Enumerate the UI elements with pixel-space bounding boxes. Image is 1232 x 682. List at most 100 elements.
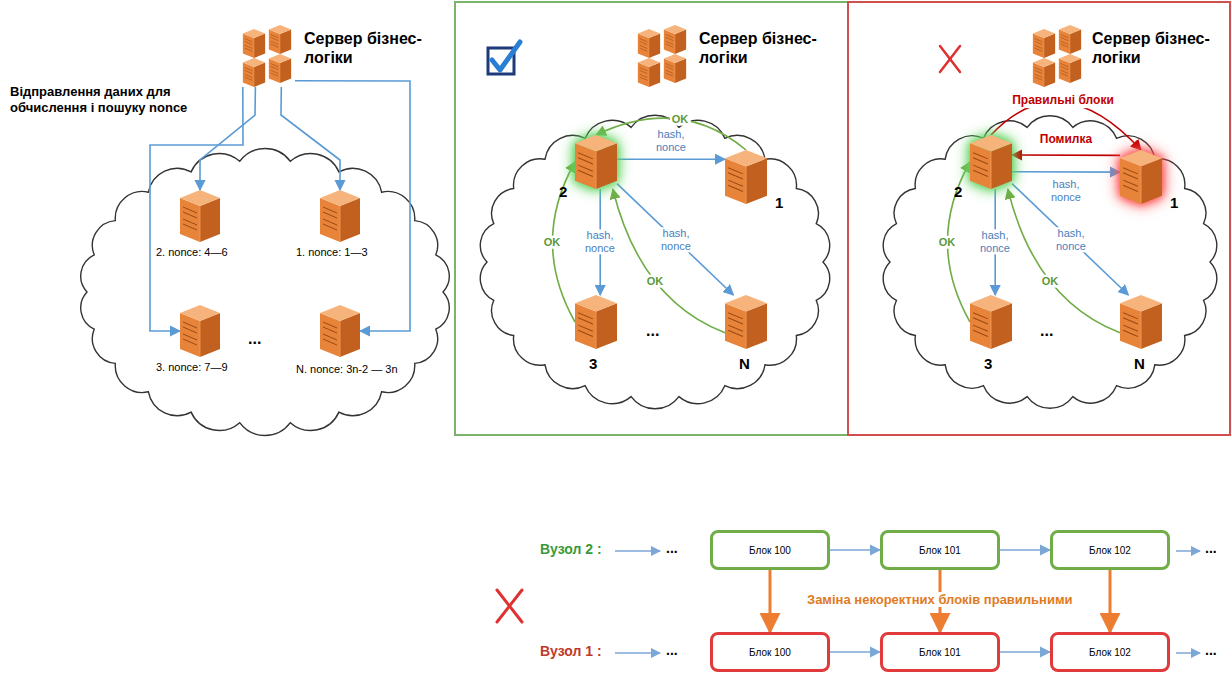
node-label: 1 xyxy=(1170,194,1178,211)
server-icon xyxy=(180,305,220,357)
edge-label: hash, nonce xyxy=(1049,227,1093,252)
server-node: 2 xyxy=(575,135,617,189)
text-label: ... xyxy=(248,330,261,348)
connector xyxy=(1012,171,1120,173)
connector xyxy=(617,158,725,160)
cloud-outline xyxy=(81,148,449,435)
block-label: Блок 102 xyxy=(1089,647,1131,658)
text-label: Відправлення даних для обчислення і пошу… xyxy=(10,84,220,117)
server-node: 1. nonce: 1—3 xyxy=(320,190,360,242)
text-label: ... xyxy=(666,540,678,556)
edge-label: hash, nonce xyxy=(973,229,1017,254)
cloud-outline xyxy=(883,116,1217,408)
server-node: Сервер бізнес-логіки xyxy=(240,25,295,87)
block-box: Блок 100 xyxy=(710,530,830,570)
edge-label: hash, nonce xyxy=(649,128,693,153)
connector xyxy=(991,102,1141,150)
node-label: N. nonce: 3n-2 — 3n xyxy=(296,363,398,375)
block-box: Блок 102 xyxy=(1050,632,1170,672)
panel-border xyxy=(848,2,1230,435)
connector xyxy=(769,570,772,632)
server-icon xyxy=(320,305,360,357)
block-label: Блок 101 xyxy=(919,545,961,556)
connector xyxy=(150,87,243,331)
server-icon xyxy=(635,25,690,87)
node-label: 3. nonce: 7—9 xyxy=(156,361,228,373)
block-box: Блок 101 xyxy=(880,632,1000,672)
text-label: ... xyxy=(1040,322,1053,340)
node-label: 1. nonce: 1—3 xyxy=(296,246,368,258)
connector xyxy=(295,81,410,331)
text-label: Вузол 2 : xyxy=(540,541,602,557)
server-node: 3. nonce: 7—9 xyxy=(180,305,220,357)
server-icon xyxy=(970,295,1012,349)
edge-label: hash, nonce xyxy=(1044,178,1088,203)
server-node: 3 xyxy=(970,295,1012,349)
node-label: N xyxy=(739,355,750,372)
node-label: Сервер бізнес-логіки xyxy=(304,29,434,67)
edge-label: OK xyxy=(542,236,563,249)
node-label: 2 xyxy=(954,183,962,200)
server-icon xyxy=(320,190,360,242)
connector xyxy=(1000,549,1050,551)
connector xyxy=(1008,189,1120,333)
check-symbol xyxy=(488,42,520,74)
connector xyxy=(617,184,733,295)
server-icon xyxy=(575,295,617,349)
node-label: 2 xyxy=(559,183,567,200)
edge-label: OK xyxy=(937,236,958,249)
node-label: Сервер бізнес-логіки xyxy=(699,29,829,67)
block-box: Блок 101 xyxy=(880,530,1000,570)
text-label: ... xyxy=(1205,642,1217,658)
panel-border xyxy=(455,2,848,435)
block-box: Блок 102 xyxy=(1050,530,1170,570)
node-label: 2. nonce: 4—6 xyxy=(156,246,228,258)
edge-label: Помилка xyxy=(1038,133,1094,147)
connector xyxy=(613,189,725,333)
server-icon xyxy=(1120,295,1162,349)
server-icon xyxy=(575,135,617,189)
node-label: 3 xyxy=(589,355,597,372)
server-node: N xyxy=(1120,295,1162,349)
block-label: Блок 101 xyxy=(919,647,961,658)
edge-label: hash, nonce xyxy=(578,229,622,254)
connector xyxy=(200,87,255,190)
connector xyxy=(830,549,880,551)
edge-label: OK xyxy=(645,275,666,288)
server-node: Сервер бізнес-логіки xyxy=(1030,25,1085,87)
cloud-outline xyxy=(480,115,829,408)
cross-symbol xyxy=(940,46,960,72)
connector xyxy=(1109,570,1112,632)
block-box: Блок 100 xyxy=(710,632,830,672)
server-node: 3 xyxy=(575,295,617,349)
text-label: ... xyxy=(646,322,659,340)
text-label: ... xyxy=(1205,540,1217,556)
node-label: 1 xyxy=(775,194,783,211)
server-node: Сервер бізнес-логіки xyxy=(635,25,690,87)
server-icon xyxy=(1120,150,1162,204)
server-node: 2. nonce: 4—6 xyxy=(180,190,220,242)
block-label: Блок 100 xyxy=(749,545,791,556)
connector xyxy=(1000,651,1050,653)
cloud-group xyxy=(81,115,1217,435)
server-node: 1 xyxy=(1120,150,1162,204)
server-icon xyxy=(180,190,220,242)
server-icon xyxy=(725,150,767,204)
text-label: Заміна некоректних блоків правильними xyxy=(804,592,1076,607)
node-label: Сервер бізнес-логіки xyxy=(1092,29,1222,67)
server-icon xyxy=(970,135,1012,189)
server-node: 2 xyxy=(970,135,1012,189)
connector xyxy=(1012,154,1120,156)
server-icon xyxy=(240,25,295,87)
cross-symbol xyxy=(497,590,522,622)
edge-label: hash, nonce xyxy=(654,227,698,252)
text-label: Вузол 1 : xyxy=(540,643,602,659)
node-label: N xyxy=(1134,355,1145,372)
server-icon xyxy=(1030,25,1085,87)
connector xyxy=(830,651,880,653)
server-icon xyxy=(725,295,767,349)
server-node: N xyxy=(725,295,767,349)
edge-label: OK xyxy=(670,113,691,126)
edge-label: Правильні блоки xyxy=(1010,94,1116,108)
